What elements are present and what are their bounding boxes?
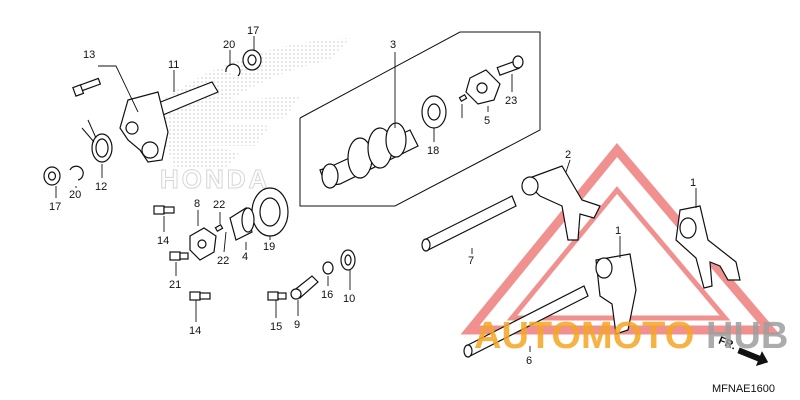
part-8-stopper-plate xyxy=(189,227,217,261)
front-arrow-icon xyxy=(737,347,769,366)
honda-emblem-text: HONDA xyxy=(160,164,270,194)
callout-3: 3 xyxy=(390,39,396,51)
part-14-bolt-upper xyxy=(153,205,175,215)
part-17-washer-top xyxy=(242,49,262,71)
callout-6: 6 xyxy=(526,355,532,367)
callout-22-lower: 22 xyxy=(217,255,229,267)
part-12-return-spring xyxy=(81,119,113,163)
callout-21: 21 xyxy=(169,279,181,291)
callout-13: 13 xyxy=(83,49,95,61)
callout-17-top: 17 xyxy=(247,25,259,37)
callout-10: 10 xyxy=(343,293,355,305)
part-23-bolt xyxy=(496,55,524,76)
callout-12: 12 xyxy=(95,181,107,193)
callout-14-lower: 14 xyxy=(189,325,201,337)
callout-18: 18 xyxy=(427,145,439,157)
part-19-bearing xyxy=(251,187,289,237)
part-17-washer-left xyxy=(43,166,61,186)
diagram-code: MFNAE1600 xyxy=(712,383,775,395)
part-5-drum-center xyxy=(465,69,501,105)
callout-22-upper: 22 xyxy=(213,199,225,211)
callout-23: 23 xyxy=(505,95,517,107)
part-4-collar xyxy=(229,207,255,241)
callout-7: 7 xyxy=(468,255,474,267)
part-20-clip-left xyxy=(69,165,84,181)
part-2-shift-fork xyxy=(521,165,601,241)
part-13-bolt xyxy=(72,77,102,97)
callout-20-left: 20 xyxy=(69,189,81,201)
wordmark-part2: HUB xyxy=(706,315,788,357)
callout-leaders xyxy=(55,36,697,352)
callout-1-right: 1 xyxy=(690,177,696,189)
callout-1-center: 1 xyxy=(615,225,621,237)
part-22-pin-upper xyxy=(458,93,468,103)
callout-8: 8 xyxy=(194,198,200,210)
part-22-pin-lower xyxy=(214,223,224,233)
part-15-bolt xyxy=(267,291,287,301)
callout-20-top: 20 xyxy=(223,39,235,51)
part-1-shift-fork-right xyxy=(675,205,741,289)
callout-15: 15 xyxy=(270,321,282,333)
callout-2: 2 xyxy=(565,149,571,161)
part-21-bolt xyxy=(169,251,189,261)
callout-16: 16 xyxy=(321,289,333,301)
part-11-gearshift-spindle xyxy=(119,81,219,163)
callout-5: 5 xyxy=(484,115,490,127)
part-10-spring xyxy=(340,249,356,271)
callout-17-left: 17 xyxy=(49,201,61,213)
callout-11: 11 xyxy=(168,59,179,71)
honda-wing-emblem: HONDA xyxy=(150,38,350,195)
automotohub-wordmark: AUTOMOTO HUB xyxy=(474,315,788,357)
callout-14-upper: 14 xyxy=(157,235,169,247)
part-6-fork-shaft xyxy=(463,285,589,358)
callout-9: 9 xyxy=(294,319,300,331)
callout-4: 4 xyxy=(242,251,248,263)
part-3-shift-drum xyxy=(319,122,419,189)
part-9-stopper-arm xyxy=(290,275,319,300)
shift-drum-group-outline xyxy=(299,31,541,207)
part-20-clip-top xyxy=(225,63,241,77)
part-1-shift-fork-center xyxy=(595,253,637,335)
callout-19: 19 xyxy=(263,241,275,253)
part-18-bearing xyxy=(421,95,447,129)
part-16-washer xyxy=(322,261,334,275)
part-7-fork-shaft xyxy=(421,195,517,252)
callout-labels: 1 1 2 3 4 5 6 7 8 9 10 11 12 13 14 14 15… xyxy=(49,25,696,367)
part-14-bolt-lower xyxy=(189,291,211,301)
wordmark-part1: AUTOMOTO xyxy=(474,315,694,357)
